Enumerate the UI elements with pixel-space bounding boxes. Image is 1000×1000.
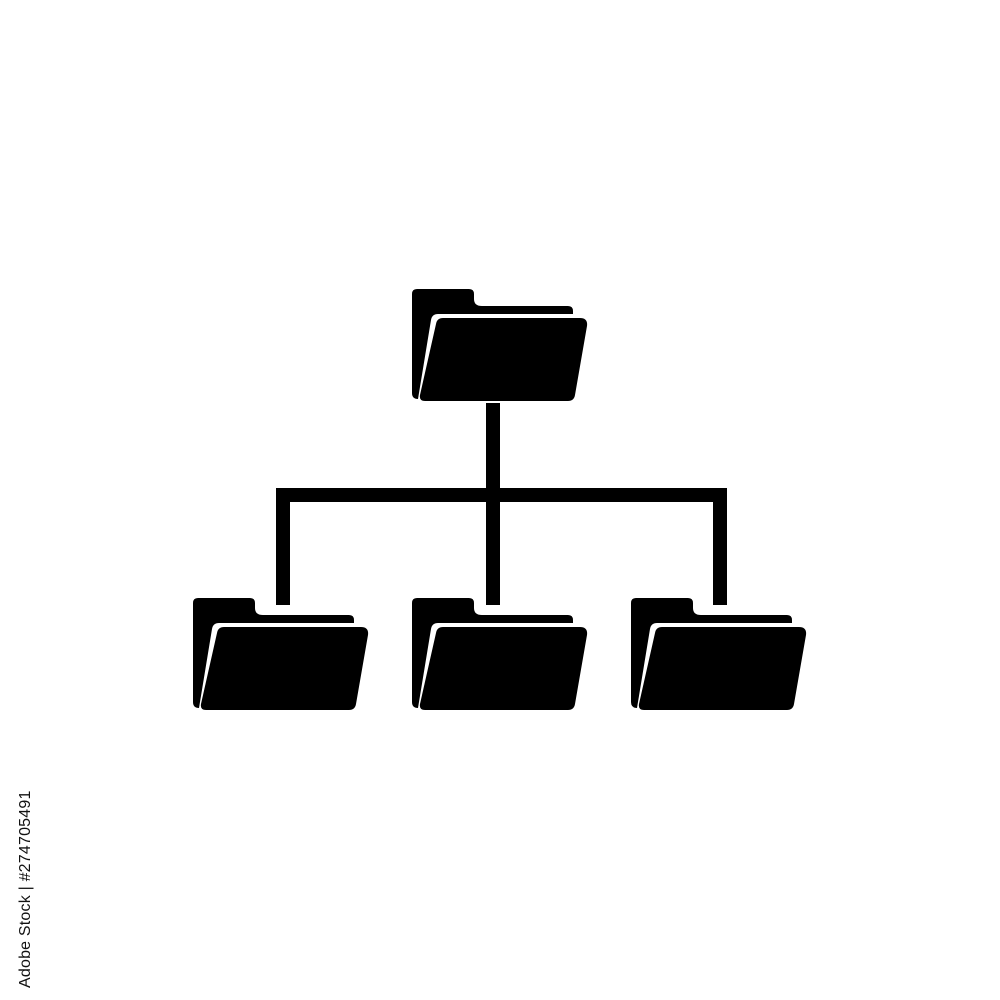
stock-id-watermark: Adobe Stock | #274705491 [17, 790, 34, 988]
child-left-folder-icon [193, 598, 369, 710]
child-center-folder-icon [412, 598, 588, 710]
connector-lines [276, 403, 727, 605]
folder-nodes [193, 289, 807, 710]
root-folder-icon [412, 289, 588, 401]
child-right-folder-icon [631, 598, 807, 710]
